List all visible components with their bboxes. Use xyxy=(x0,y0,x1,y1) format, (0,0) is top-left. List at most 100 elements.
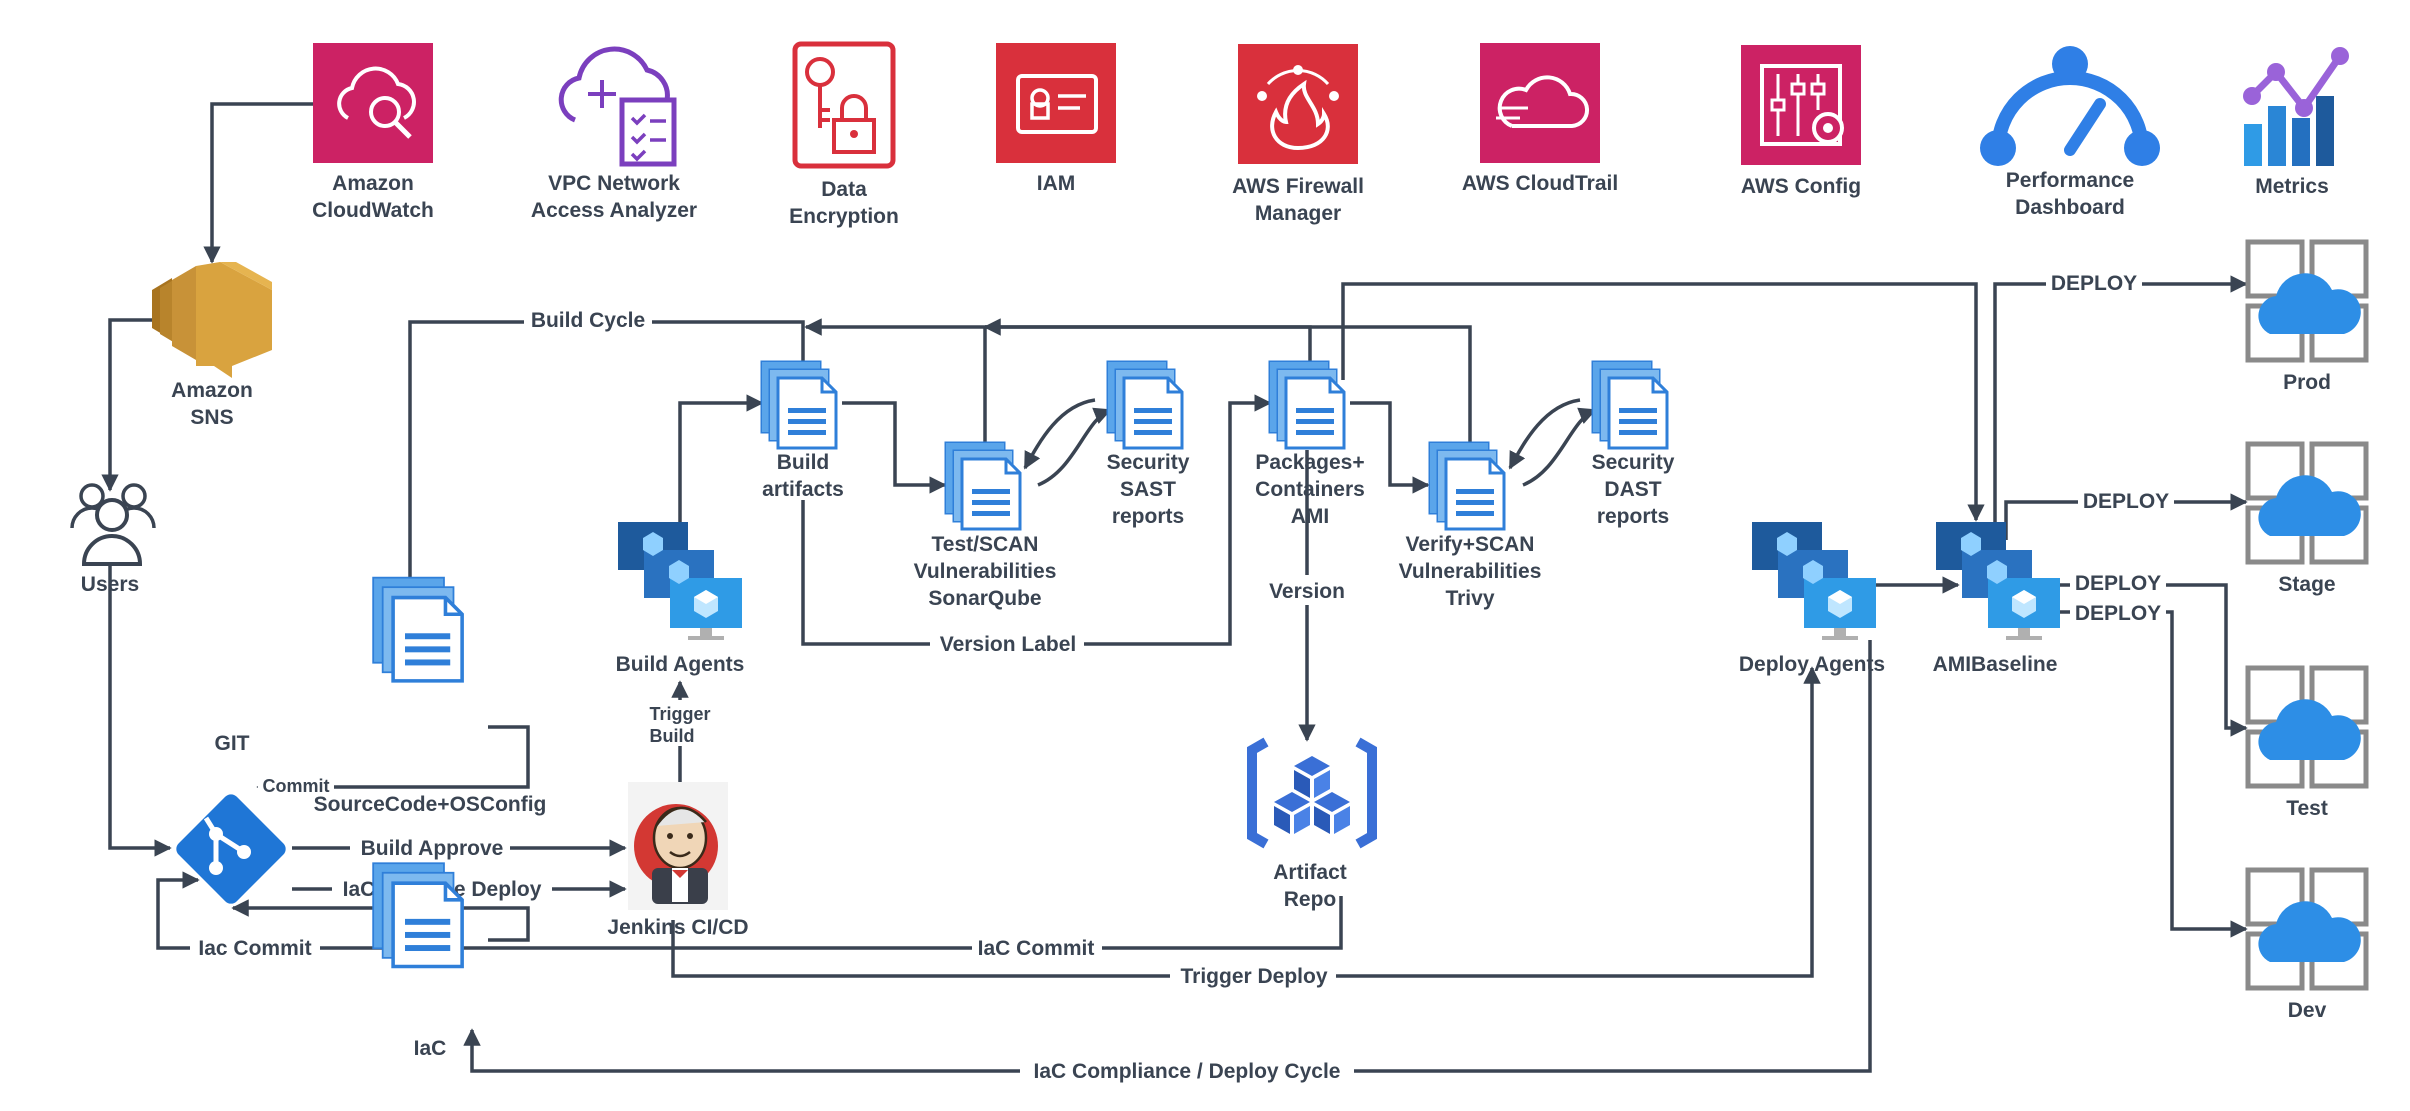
sourcecode-label: SourceCode+OSConfig xyxy=(314,793,547,816)
node-sourcecode: SourceCode+OSConfig xyxy=(314,576,547,816)
document-stack-icon xyxy=(1591,360,1669,450)
node-sns: Amazon SNS xyxy=(152,262,272,429)
vpc-label-2: Access Analyzer xyxy=(531,199,697,222)
edge-deploy-dev xyxy=(2060,610,2248,938)
label-commit: Commit xyxy=(263,776,330,796)
node-deploy-agents: Deploy Agents xyxy=(1739,522,1885,676)
dast-label-2: DAST xyxy=(1604,478,1661,501)
node-aws-config: AWS Config xyxy=(1741,45,1861,198)
gauge-icon xyxy=(1980,46,2160,166)
cloudwatch-label-2: CloudWatch xyxy=(312,199,434,222)
dast-label-3: reports xyxy=(1597,505,1669,528)
sns-icon xyxy=(152,262,272,378)
artifact-repo-label-1: Artifact xyxy=(1273,861,1347,884)
edge-dast-verify xyxy=(1508,398,1581,470)
document-stack-icon xyxy=(372,862,464,969)
artifact-repo-label-2: Repo xyxy=(1284,888,1337,911)
cloudtrail-label: AWS CloudTrail xyxy=(1462,172,1618,195)
encryption-label-1: Data xyxy=(821,178,867,201)
edge-sns-users xyxy=(101,318,152,492)
node-build-agents: Build Agents xyxy=(616,522,744,676)
users-label: Users xyxy=(81,573,139,596)
edge-packages-loop xyxy=(983,318,1312,362)
environment-cloud-icon xyxy=(2248,444,2366,562)
edge-build-cycle xyxy=(401,320,805,664)
node-verify-scan: Verify+SCAN Vulnerabilities Trivy xyxy=(1399,441,1542,610)
build-artifacts-label-2: artifacts xyxy=(762,478,844,501)
label-deploy-prod: DEPLOY xyxy=(2051,272,2137,295)
edge-commit xyxy=(256,725,530,796)
node-test-env: Test xyxy=(2248,668,2366,820)
node-dev: Dev xyxy=(2248,870,2366,1022)
environment-cloud-icon xyxy=(2248,870,2366,988)
edge-trigger-deploy xyxy=(671,666,1821,978)
packages-label-1: Packages+ xyxy=(1255,451,1364,474)
document-stack-icon xyxy=(1428,441,1506,531)
key-lock-icon xyxy=(792,41,896,169)
users-icon xyxy=(70,483,156,566)
vpc-analyzer-icon xyxy=(558,46,677,167)
prod-label: Prod xyxy=(2283,371,2331,394)
vpc-label-1: VPC Network xyxy=(548,172,680,195)
sast-label-1: Security xyxy=(1107,451,1190,474)
cloudwatch-label-1: Amazon xyxy=(332,172,414,195)
packages-label-3: AMI xyxy=(1291,505,1330,528)
sns-label-1: Amazon xyxy=(171,379,253,402)
sast-label-2: SAST xyxy=(1120,478,1176,501)
document-stack-icon xyxy=(1268,360,1346,450)
node-jenkins: Jenkins CI/CD xyxy=(607,782,749,939)
iac-label: IaC xyxy=(414,1037,447,1060)
environment-cloud-icon xyxy=(2248,242,2366,360)
encryption-label-2: Encryption xyxy=(789,205,899,228)
server-agents-icon xyxy=(1752,522,1876,640)
edge-iac-commit xyxy=(156,871,1343,950)
edge-version-label xyxy=(801,394,1272,646)
dev-label: Dev xyxy=(2288,999,2327,1022)
config-icon xyxy=(1741,45,1861,165)
edges xyxy=(101,102,2248,1073)
label-iac-commit-left: Iac Commit xyxy=(198,937,311,960)
edge-artifacts-test xyxy=(842,401,947,494)
node-firewall-manager: AWS Firewall Manager xyxy=(1232,44,1364,225)
performance-label-2: Dashboard xyxy=(2015,196,2125,219)
edge-verify-dast xyxy=(1522,407,1597,487)
edge-labels: Build Cycle Commit Build Approve IaC App… xyxy=(190,268,2174,1085)
firewall-label-2: Manager xyxy=(1255,202,1341,225)
verify-label-2: Vulnerabilities xyxy=(1399,560,1542,583)
node-prod: Prod xyxy=(2248,242,2366,394)
metrics-chart-icon xyxy=(2243,47,2349,166)
document-stack-icon xyxy=(1106,360,1184,450)
stage-label: Stage xyxy=(2278,573,2335,596)
document-stack-icon xyxy=(944,441,1022,531)
document-stack-icon xyxy=(760,360,838,450)
server-agents-icon xyxy=(618,522,742,640)
jenkins-label: Jenkins CI/CD xyxy=(607,916,748,939)
node-stage: Stage xyxy=(2248,444,2366,596)
id-card-icon xyxy=(996,43,1116,163)
node-sast-reports: Security SAST reports xyxy=(1106,360,1190,528)
node-iac: IaC xyxy=(372,862,464,1060)
node-metrics: Metrics xyxy=(2243,47,2349,198)
ami-baseline-label: AMIBaseline xyxy=(1933,653,2058,676)
node-git: GIT xyxy=(176,732,286,904)
label-trigger-deploy: Trigger Deploy xyxy=(1180,965,1327,988)
metrics-label: Metrics xyxy=(2255,175,2329,198)
label-iac-compliance: IaC Compliance / Deploy Cycle xyxy=(1034,1060,1341,1083)
verify-label-3: Trivy xyxy=(1445,587,1494,610)
server-agents-icon xyxy=(1936,522,2060,640)
node-ami-baseline: AMIBaseline xyxy=(1933,522,2060,676)
label-deploy-test: DEPLOY xyxy=(2075,572,2161,595)
node-vpc-analyzer: VPC Network Access Analyzer xyxy=(531,46,697,222)
deploy-agents-label: Deploy Agents xyxy=(1739,653,1885,676)
node-cloudtrail: AWS CloudTrail xyxy=(1462,43,1618,195)
label-trigger-build-2: Build xyxy=(650,726,695,746)
dast-label-1: Security xyxy=(1592,451,1675,474)
sast-label-3: reports xyxy=(1112,505,1184,528)
cloudtrail-icon xyxy=(1480,43,1600,163)
node-packages: Packages+ Containers AMI xyxy=(1255,360,1365,528)
node-iam: IAM xyxy=(996,43,1116,195)
edge-agents-artifacts xyxy=(678,394,764,522)
node-artifact-repo: Artifact Repo xyxy=(1247,737,1377,911)
node-build-artifacts: Build artifacts xyxy=(760,360,844,501)
